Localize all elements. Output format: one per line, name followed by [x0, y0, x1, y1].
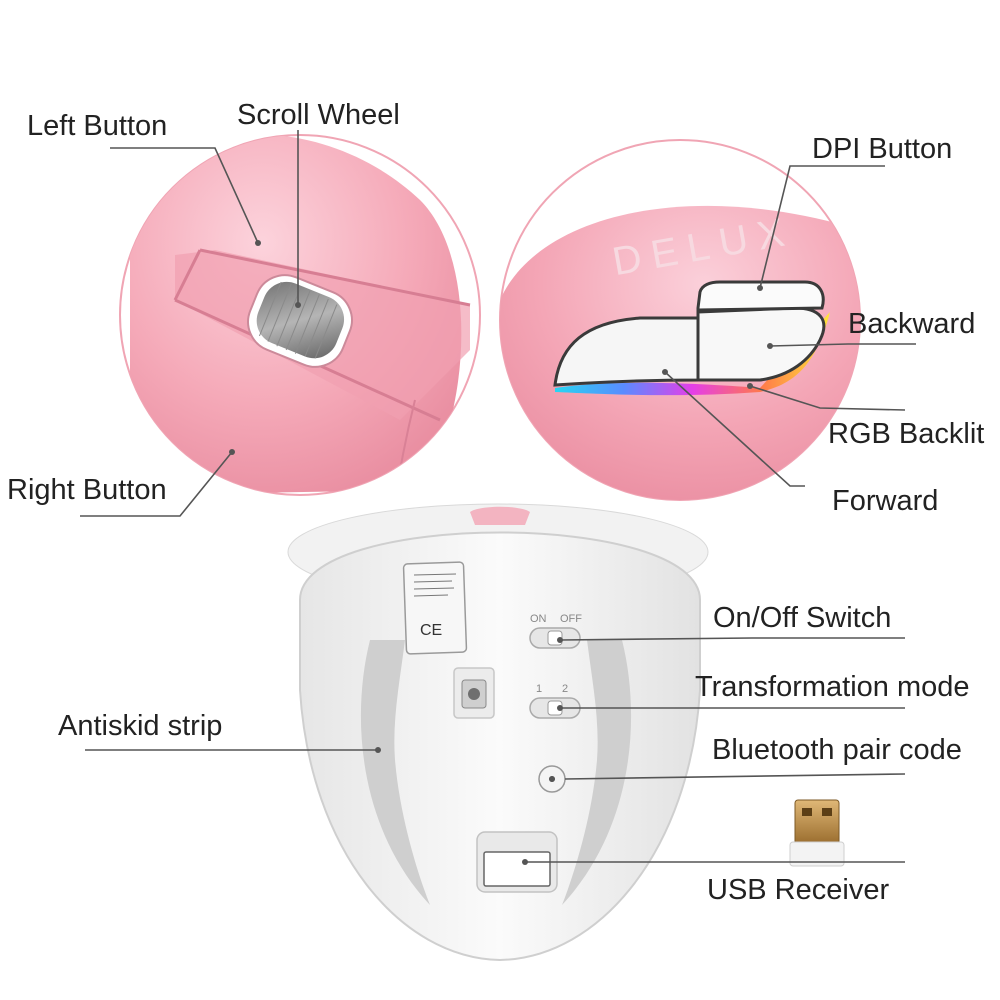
antiskid-strip-right: [562, 640, 632, 905]
leader-lines: [80, 130, 916, 863]
mode-2-text: 2: [562, 683, 568, 695]
label-right-button: Right Button: [7, 474, 167, 506]
side-view-circle: DELUX: [499, 139, 861, 501]
label-forward: Forward: [832, 485, 939, 517]
ce-mark: CE: [420, 622, 442, 639]
leader-bluetooth-pair-code: [564, 773, 906, 780]
leader-right-button: [80, 451, 233, 517]
top-view-circle: [119, 134, 481, 496]
label-bluetooth-pair-code: Bluetooth pair code: [712, 734, 962, 766]
leader-on-off-switch: [559, 637, 905, 641]
switch-on-text: ON: [530, 613, 547, 625]
leader-backward: [769, 343, 916, 347]
switch-off-text: OFF: [560, 613, 582, 625]
mode-1-text: 1: [536, 683, 542, 695]
usb-receiver-image: [789, 799, 845, 867]
label-transformation-mode: Transformation mode: [695, 671, 970, 703]
leader-dots: [229, 240, 773, 865]
leader-dpi-button: [759, 165, 885, 289]
leader-forward: [664, 371, 805, 487]
label-antiskid-strip: Antiskid strip: [58, 710, 223, 742]
leader-rgb-backlit: [749, 385, 906, 411]
label-backward: Backward: [848, 308, 976, 340]
label-scroll-wheel: Scroll Wheel: [237, 99, 400, 131]
label-rgb-backlit: RGB Backlit: [828, 418, 985, 450]
bottom-view: CE ON OFF 1 2: [287, 503, 709, 962]
antiskid-strip-left: [360, 640, 430, 905]
leader-left-button: [110, 147, 259, 244]
label-usb-receiver: USB Receiver: [707, 874, 890, 906]
label-dpi-button: DPI Button: [812, 133, 953, 165]
label-on-off-switch: On/Off Switch: [713, 602, 892, 634]
label-left-button: Left Button: [27, 110, 168, 142]
spec-label: [402, 561, 468, 655]
